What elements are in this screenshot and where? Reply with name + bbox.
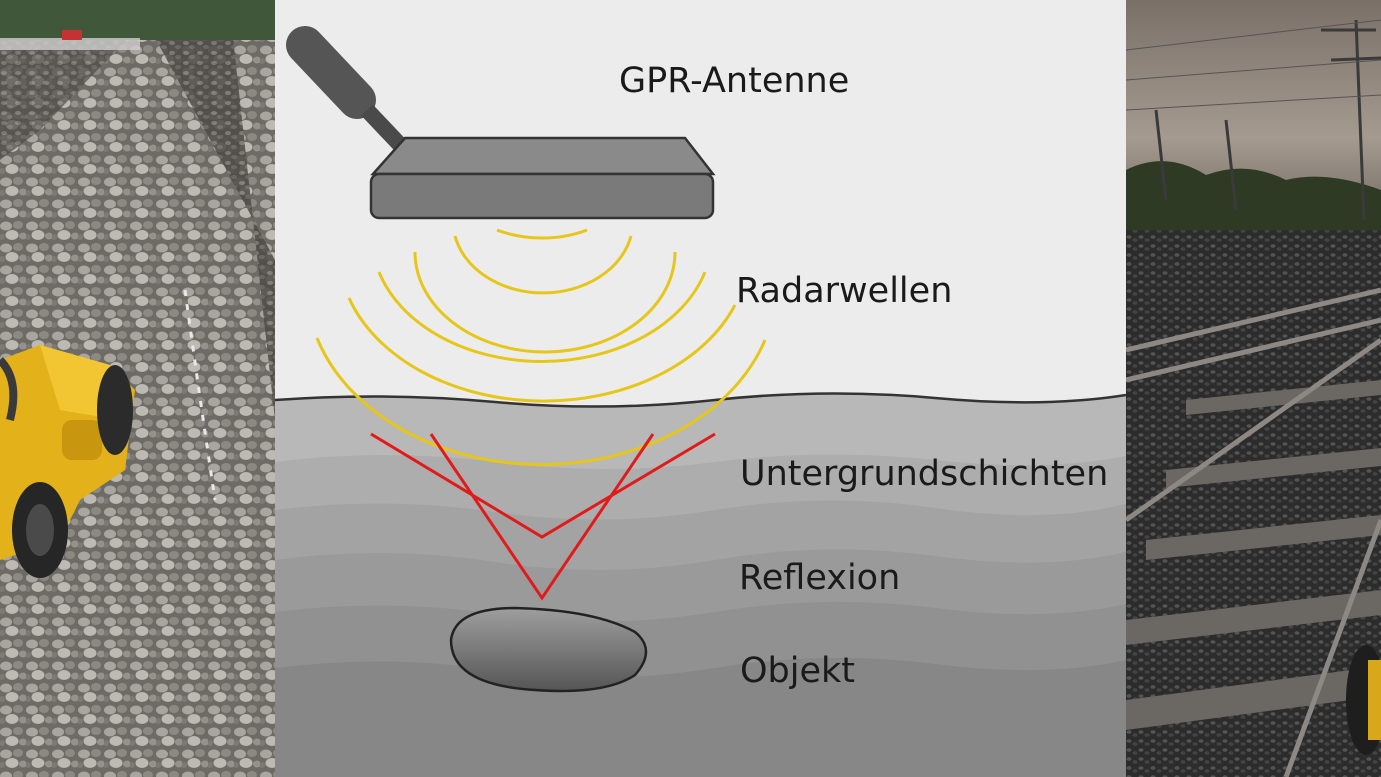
gpr-antenna-icon (286, 26, 716, 220)
label-object: Objekt (740, 651, 856, 691)
reflection-rays (370, 432, 716, 601)
rails (1126, 287, 1381, 777)
label-reflection: Reflexion (739, 558, 901, 598)
buried-object (449, 606, 648, 693)
label-gpr-antenna: GPR-Antenne (619, 61, 850, 101)
subsurface-layers (275, 392, 1126, 777)
right-photo-railway-tracks (1126, 0, 1381, 777)
gpr-cart-edge (1346, 645, 1381, 755)
left-photo-gpr-cart (0, 0, 275, 777)
gpr-diagram: GPR-Antenne Radarwellen Untergrundschich… (275, 0, 1126, 777)
label-subsurface-layers: Untergrundschichten (740, 454, 1109, 494)
gpr-cart-illustration (0, 345, 135, 578)
radar-waves (315, 228, 767, 467)
label-radar-waves: Radarwellen (736, 271, 953, 311)
ballast-scene (0, 0, 275, 777)
track-sleepers (1126, 380, 1381, 730)
gpr-diagram-graphic (275, 26, 1126, 777)
railway-scene (1126, 0, 1381, 777)
